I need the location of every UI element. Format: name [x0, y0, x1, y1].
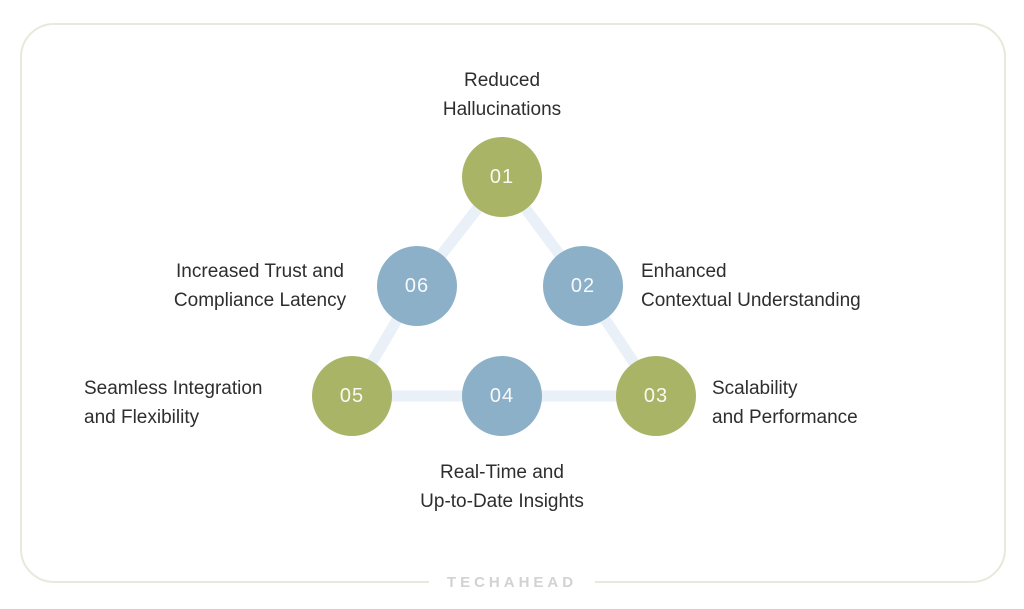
techahead-logo: TECHAHEAD	[428, 572, 596, 594]
node-label-03-line2: and Performance	[712, 407, 858, 428]
node-label-04: Real-Time and Up-to-Date Insights	[352, 458, 652, 516]
node-label-02-line1: Enhanced	[641, 261, 727, 282]
node-label-06-line2: Compliance Latency	[173, 290, 347, 311]
node-label-03: Scalability and Performance	[712, 374, 858, 432]
node-number-04: 04	[489, 384, 515, 407]
node-label-05-line2: and Flexibility	[84, 407, 200, 428]
node-circle-05: 05	[312, 356, 392, 436]
node-number-03: 03	[643, 384, 669, 407]
node-circle-04: 04	[462, 356, 542, 436]
node-label-01: Reduced Hallucinations	[352, 66, 652, 124]
node-number-02: 02	[570, 274, 596, 297]
node-circle-06: 06	[377, 246, 457, 326]
node-label-06: Increased Trust and Compliance Latency	[110, 257, 410, 315]
node-label-02-line2: Contextual Understanding	[641, 290, 861, 311]
node-label-06-line1: Increased Trust and	[176, 261, 344, 282]
node-number-06: 06	[404, 274, 430, 297]
node-circle-01: 01	[462, 137, 542, 217]
node-label-05: Seamless Integration and Flexibility	[84, 374, 263, 432]
node-label-04-line2: Up-to-Date Insights	[420, 491, 584, 512]
node-label-02: Enhanced Contextual Understanding	[641, 257, 861, 315]
node-circle-02: 02	[543, 246, 623, 326]
node-number-01: 01	[489, 165, 515, 188]
node-label-01-line2: Hallucinations	[442, 99, 562, 120]
node-number-05: 05	[339, 384, 365, 407]
node-label-03-line1: Scalability	[712, 378, 798, 399]
node-label-04-line1: Real-Time and	[440, 462, 564, 483]
node-circle-03: 03	[616, 356, 696, 436]
node-label-05-line1: Seamless Integration	[84, 378, 263, 399]
node-label-01-line1: Reduced	[463, 70, 541, 91]
